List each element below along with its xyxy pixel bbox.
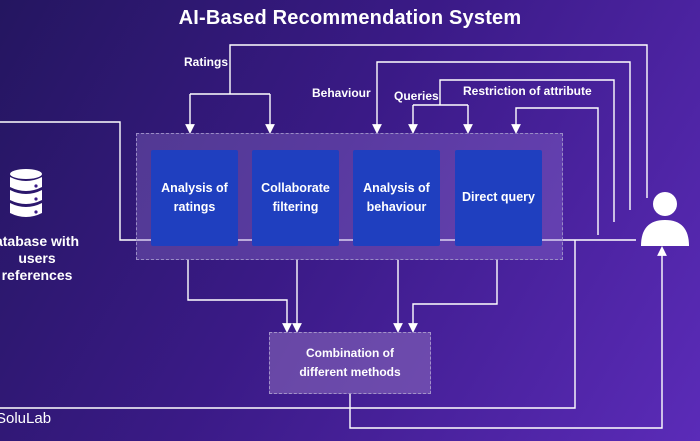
method-label-line2: behaviour	[366, 200, 427, 214]
database-label: atabase with users references	[0, 233, 100, 283]
queries-line	[439, 79, 615, 222]
diagram-title: AI-Based Recommendation System	[178, 7, 522, 29]
database-label-line1: atabase with	[0, 233, 80, 249]
ratings-line	[229, 44, 648, 198]
method-label-line1: Analysis of	[161, 180, 228, 195]
ratings-arrow-1	[190, 93, 270, 132]
database-icon	[10, 169, 42, 217]
method4-to-combination	[408, 260, 498, 333]
database-label-line3: references	[1, 266, 73, 283]
combination-label-line2: different methods	[299, 365, 401, 379]
direct-query-box: Direct query	[455, 150, 542, 246]
ratings-label: Ratings	[184, 55, 229, 69]
collaborate-filtering-box: Collaborate filtering	[252, 150, 339, 246]
database-label-line2: users	[18, 249, 56, 266]
behaviour-arrow	[372, 61, 631, 210]
queries-label: Queries	[394, 89, 439, 103]
restriction-arrow	[511, 107, 599, 235]
brand-logo-text: SoluLab	[0, 410, 52, 427]
method-label-line1: Direct query	[462, 190, 535, 205]
queries-arrow-1	[413, 104, 468, 132]
method-label-line1: Analysis of	[363, 180, 430, 195]
bottom-feedback-line	[0, 240, 576, 409]
method-label-line1: Collaborate	[261, 180, 330, 195]
method-label-line2: ratings	[173, 200, 216, 214]
analysis-of-behaviour-box: Analysis of behaviour	[353, 150, 440, 246]
restriction-of-attribute-label: Restriction of attribute	[463, 84, 592, 98]
analysis-of-ratings-box: Analysis of ratings	[151, 150, 238, 246]
method1-to-combination	[187, 260, 292, 333]
user-icon	[641, 192, 689, 246]
behaviour-label: Behaviour	[312, 86, 371, 100]
combination-label-line1: Combination of	[306, 346, 394, 361]
method-label-line2: filtering	[272, 200, 319, 214]
combination-to-user-arrow	[349, 246, 667, 429]
combination-box: Combination of different methods	[269, 332, 431, 394]
